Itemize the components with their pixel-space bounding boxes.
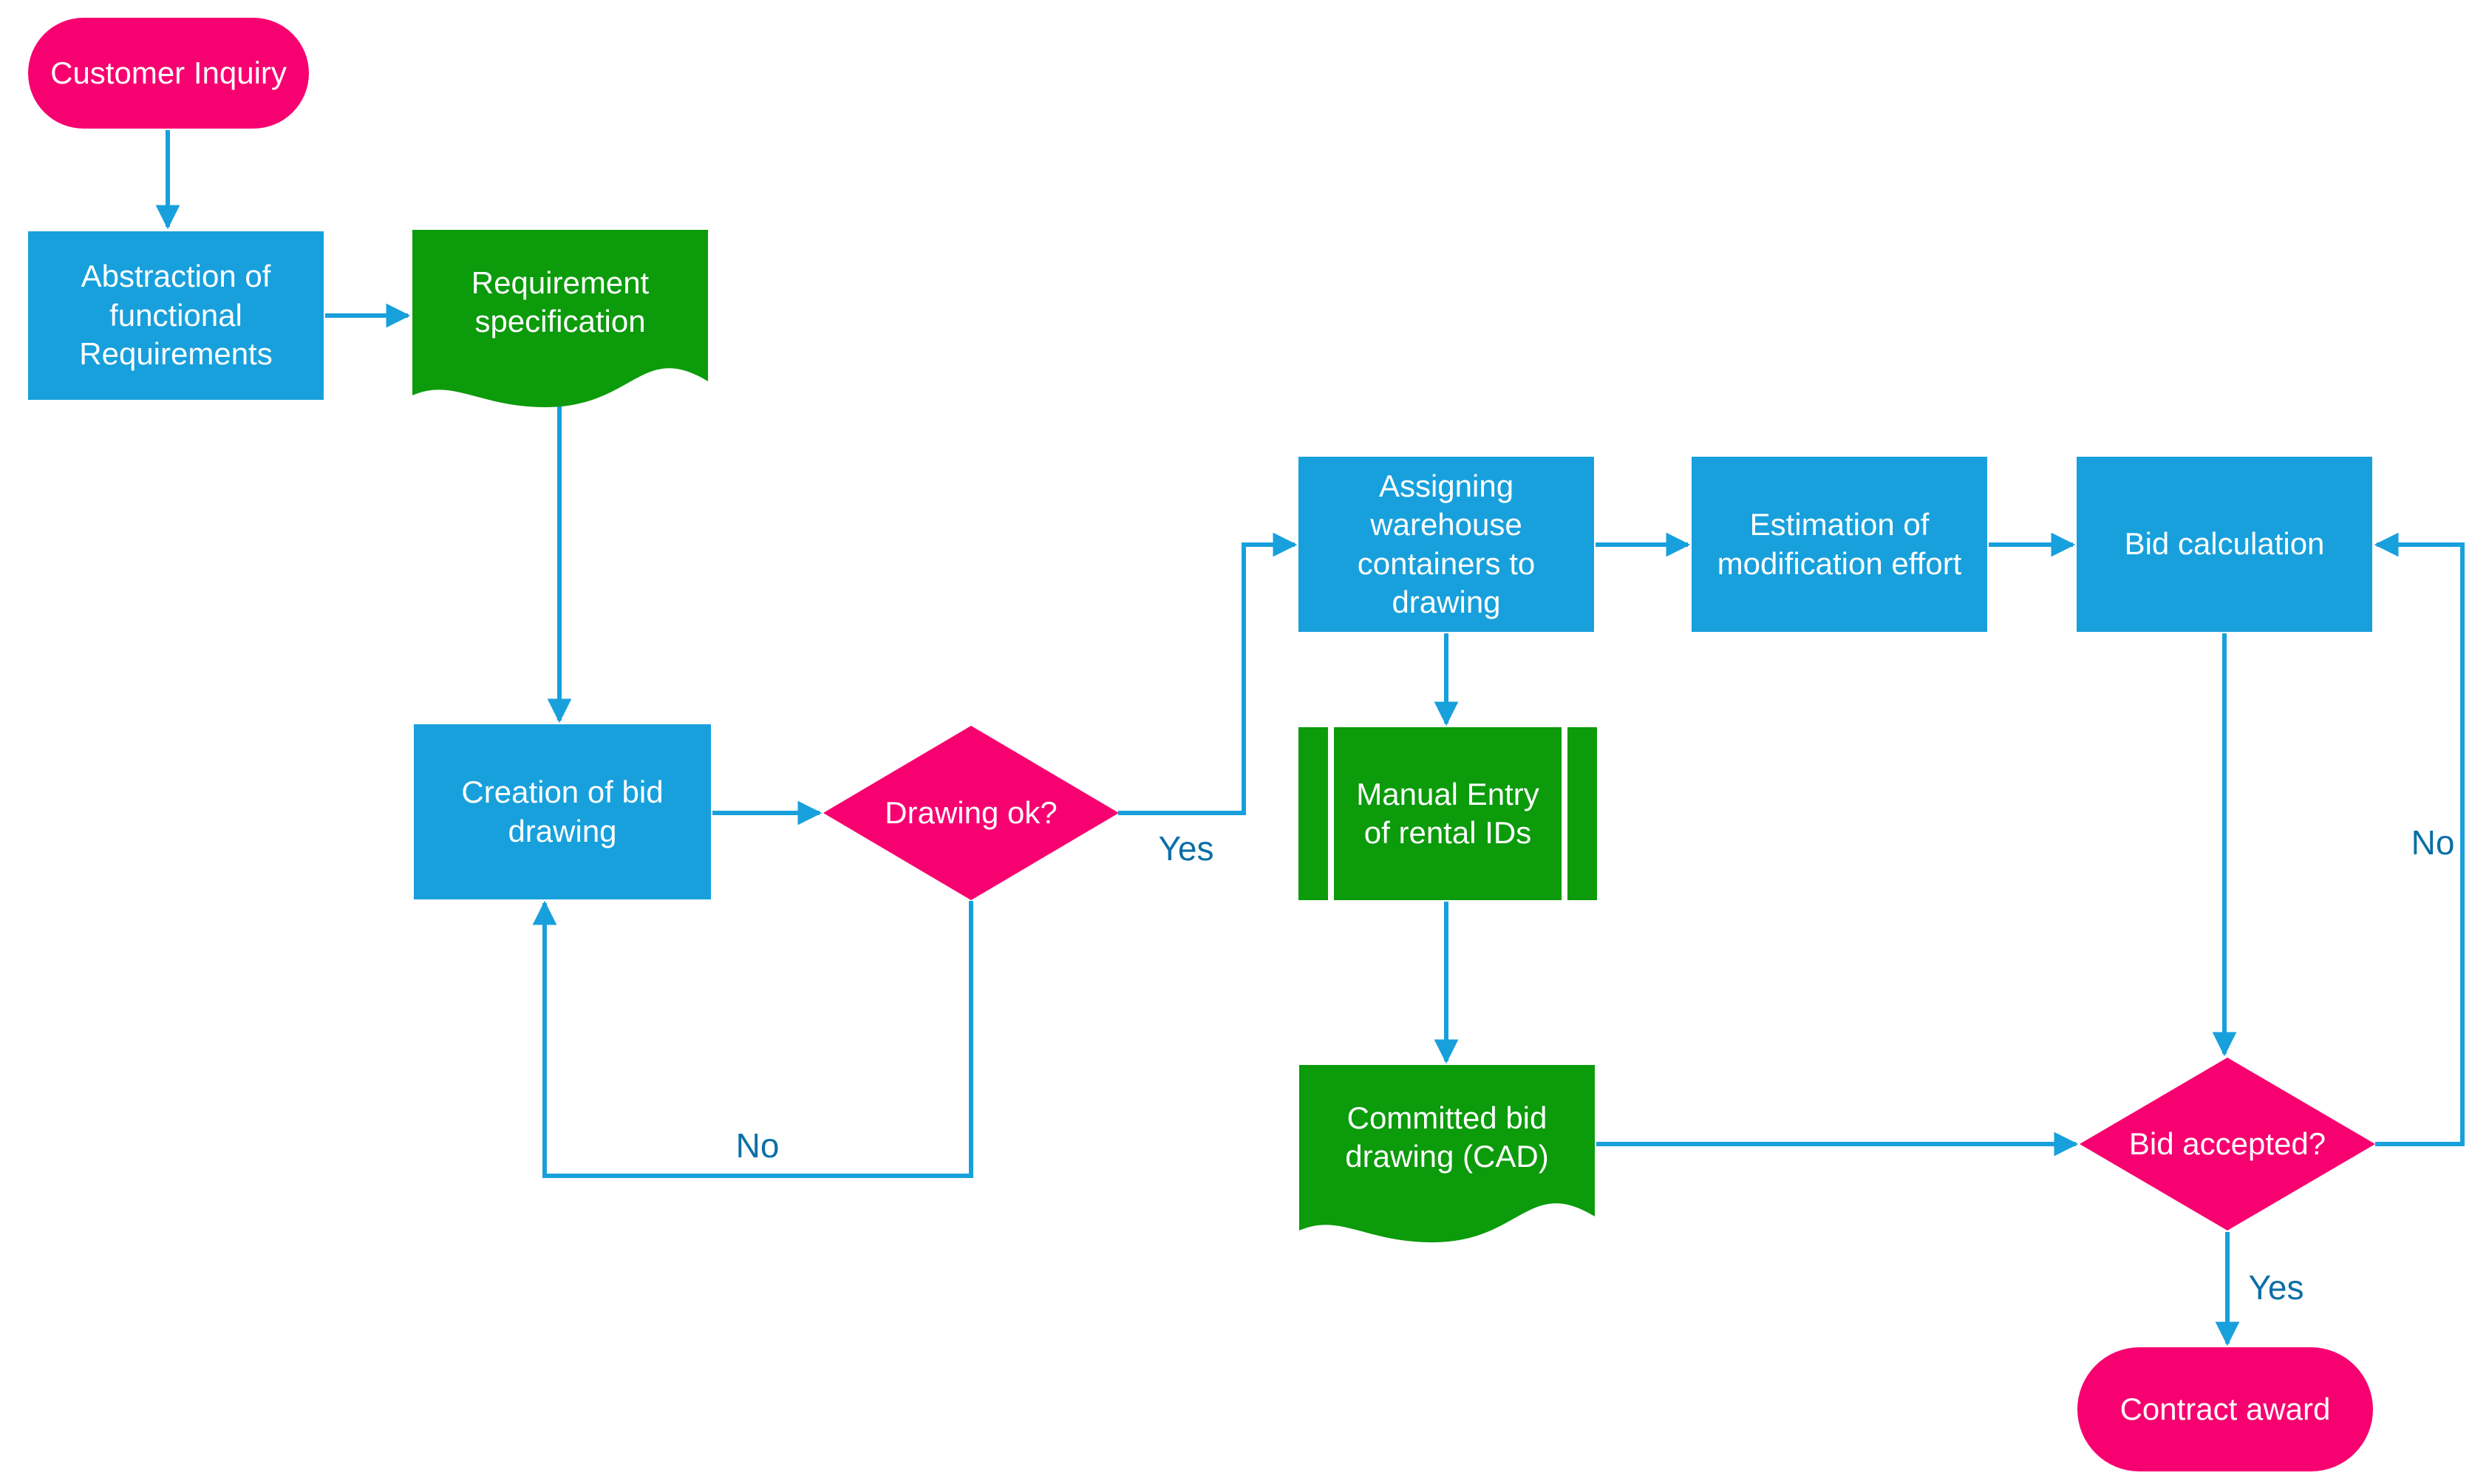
document-shape — [1299, 1065, 1595, 1242]
node-label: Committed bid drawing (CAD) — [1345, 1100, 1549, 1174]
node-label: Manual Entry of rental IDs — [1356, 776, 1539, 851]
node-drawing-ok-decision: Drawing ok? — [823, 726, 1119, 900]
edge-drawing-ok-yes-to-assigning — [1118, 532, 1298, 815]
node-abstraction-of-functional-requirements: Abstraction of functional Requirements — [28, 231, 324, 400]
node-label: Assigning warehouse containers to drawin… — [1357, 468, 1536, 620]
decision-shape — [823, 726, 1119, 900]
node-label: Drawing ok? — [885, 794, 1058, 830]
node-label: Creation of bid drawing — [461, 775, 664, 848]
node-bid-accepted-decision: Bid accepted? — [2080, 1058, 2375, 1231]
node-creation-of-bid-drawing: Creation of bid drawing — [414, 724, 711, 899]
edge-label-drawing-ok-no: No — [735, 1126, 780, 1165]
edge-label-drawing-ok-yes: Yes — [1158, 829, 1214, 868]
node-label: Bid calculation — [2124, 526, 2325, 562]
edge-bid-accepted-no-to-bid-calculation — [2374, 532, 2465, 1146]
node-customer-inquiry: Customer Inquiry — [28, 18, 309, 129]
node-label: Bid accepted? — [2128, 1126, 2326, 1161]
node-estimation-of-modification-effort: Estimation of modification effort — [1692, 457, 1987, 632]
node-assigning-warehouse-containers: Assigning warehouse containers to drawin… — [1298, 457, 1594, 632]
edge-drawing-ok-no-to-creation — [532, 900, 973, 1178]
node-contract-award: Contract award — [2077, 1347, 2373, 1471]
node-label: Contract award — [2119, 1391, 2331, 1426]
node-label: Customer Inquiry — [50, 55, 287, 90]
document-shape — [412, 230, 708, 407]
node-committed-bid-drawing-cad: Committed bid drawing (CAD) — [1299, 1065, 1595, 1242]
node-label: Requirement specification — [471, 265, 650, 339]
node-bid-calculation: Bid calculation — [2077, 457, 2372, 632]
node-label: Estimation of modification effort — [1717, 507, 1962, 581]
decision-shape — [2080, 1058, 2375, 1231]
node-requirement-specification: Requirement specification — [412, 230, 708, 407]
edge-label-bid-accepted-no: No — [2411, 823, 2455, 862]
node-label: Abstraction of functional Requirements — [79, 259, 273, 372]
node-manual-entry-of-rental-ids: Manual Entry of rental IDs — [1298, 727, 1597, 900]
edge-label-bid-accepted-yes: Yes — [2248, 1268, 2304, 1307]
